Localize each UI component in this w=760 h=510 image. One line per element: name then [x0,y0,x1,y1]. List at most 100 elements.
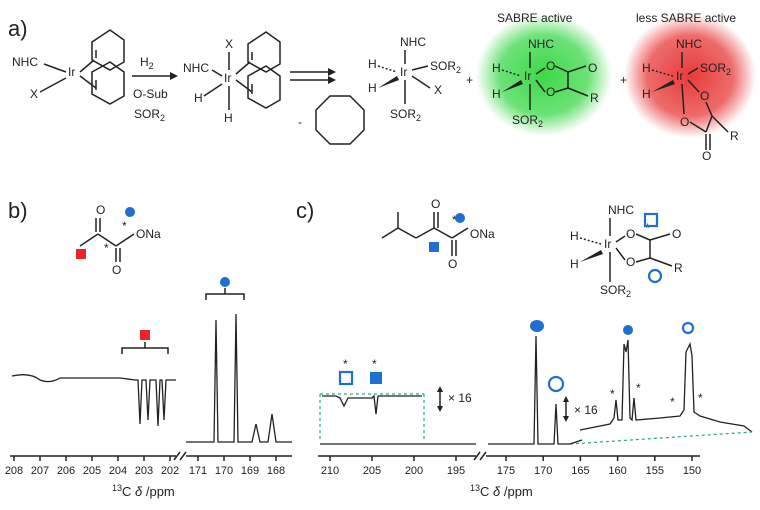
less-sabre-active-complex: less SABRE active NHC H Ir SOR2 H O O R … [624,11,756,163]
svg-text:O: O [448,257,457,271]
svg-text:O: O [546,85,555,99]
pyruvate-structure: O * * ONa O [76,203,161,277]
red-square-peak-marker [140,330,150,340]
spectrum-c-right-trace [488,335,570,445]
label-less-sabre-active: less SABRE active [636,11,736,25]
svg-text:*: * [343,357,348,371]
complex-ir-sulfoxide: NHC H Ir SOR2 H X SOR2 [368,35,461,123]
spectrum-b-left-tick-label: 204 [109,465,127,477]
zoom-factor-left: × 16 [448,391,472,405]
svg-text:O: O [626,227,635,241]
svg-text:ONa: ONa [136,227,161,241]
panel-label-a: a) [8,16,28,41]
svg-text:ONa: ONa [470,227,495,241]
plus-sign-1: + [466,73,473,87]
svg-text:Ir: Ir [400,65,407,79]
spectrum-b-left-tick-label: 208 [5,465,23,477]
svg-text:H: H [224,111,233,125]
spectrum-c-inset-trace [579,339,753,433]
spectrum-b-right-tick-label: 170 [215,465,233,477]
svg-text:SOR2: SOR2 [600,283,631,299]
svg-text:O: O [626,255,635,269]
blue-open-circle-marker [647,268,663,284]
svg-text:SOR2: SOR2 [430,59,461,75]
svg-text:Ir: Ir [676,69,683,83]
spectrum-c-right-tick-label: 165 [571,465,589,477]
panel-label-b: b) [8,198,28,223]
svg-text:O: O [672,227,681,241]
plus-sign-2: + [620,73,627,87]
spectrum-c-left-tick-label: 200 [405,465,423,477]
label-nhc: NHC [12,55,38,69]
svg-text:H: H [368,57,377,71]
svg-text:Ir: Ir [524,69,531,83]
panel-label-c: c) [296,198,314,223]
svg-text:*: * [636,381,641,395]
spectrum-b-left-tick-label: 206 [57,465,75,477]
reagent-sor: SOR [134,107,160,121]
svg-text:Ir: Ir [604,237,611,251]
sabre-active-complex: SABRE active NHC H Ir H O O O R SOR2 [476,11,612,136]
svg-text:SOR2: SOR2 [512,113,543,129]
spectrum-c-left-zoom-trace [322,394,422,415]
svg-text:O: O [96,203,105,217]
svg-text:H: H [570,229,579,243]
svg-text:*: * [645,221,650,235]
svg-text:O: O [431,197,440,211]
label-ir: Ir [68,65,75,79]
svg-text:X: X [225,37,233,51]
svg-text:*: * [372,357,377,371]
ketoisocaproate-structure: O * ONa O [381,197,495,271]
svg-text:NHC: NHC [676,37,702,51]
svg-text:R: R [730,129,739,143]
spectrum-c-left-tick-label: 195 [447,465,465,477]
spectrum-b-left-tick-label: 207 [31,465,49,477]
spectrum-b-right-trace [186,313,292,443]
reagent-h2: H [140,55,149,69]
svg-text:O: O [680,115,689,129]
svg-text:O: O [112,263,121,277]
zoom-factor-right: × 16 [574,403,598,417]
svg-text:X: X [434,83,442,97]
svg-text:H: H [642,61,651,75]
svg-text:SOR2: SOR2 [390,107,421,123]
spectrum-b-left-tick-label: 203 [135,465,153,477]
spectrum-b-right-tick-label: 169 [241,465,259,477]
blue-circle-peak-marker [220,277,230,287]
svg-text:O: O [546,59,555,73]
svg-text:R: R [674,261,683,275]
svg-text:SOR2: SOR2 [134,107,165,123]
svg-text:H2: H2 [140,55,154,71]
svg-text:H: H [194,91,203,105]
blue-square-marker-c [429,242,439,252]
complex-ir-kic: NHC H Ir H O O O R * SOR2 [570,203,683,299]
reagent-osub: O-Sub [133,87,168,101]
svg-text:NHC: NHC [400,35,426,49]
svg-text:H: H [642,87,651,101]
svg-text:R: R [590,91,599,105]
cyclooctane [315,95,365,145]
svg-text:*: * [104,241,109,255]
svg-text:O: O [700,89,709,103]
label-x: X [30,87,38,101]
svg-text:*: * [670,395,675,409]
spectrum-c-right-tick-label: 155 [646,465,664,477]
xlabel-c: 13C δ /ppm [470,483,533,499]
svg-text:NHC: NHC [608,203,634,217]
spectrum-b-left-trace [11,374,176,427]
spectrum-b-right-tick-label: 168 [267,465,285,477]
svg-text:O: O [702,149,711,163]
svg-text:*: * [610,387,615,401]
reaction-arrow-2: - [290,68,365,145]
svg-text:H: H [368,81,377,95]
xlabel-b: 13C δ /ppm [112,483,175,499]
spectrum-c-left-tick-label: 210 [321,465,339,477]
blue-open-square-marker [643,212,659,228]
spectrum-c-left-tick-label: 205 [363,465,381,477]
spectrum-c-right-tick-label: 160 [608,465,626,477]
svg-text:NHC: NHC [528,37,554,51]
spectrum-b-right-tick-label: 171 [189,465,207,477]
spectrum-c-right-tick-label: 175 [497,465,515,477]
